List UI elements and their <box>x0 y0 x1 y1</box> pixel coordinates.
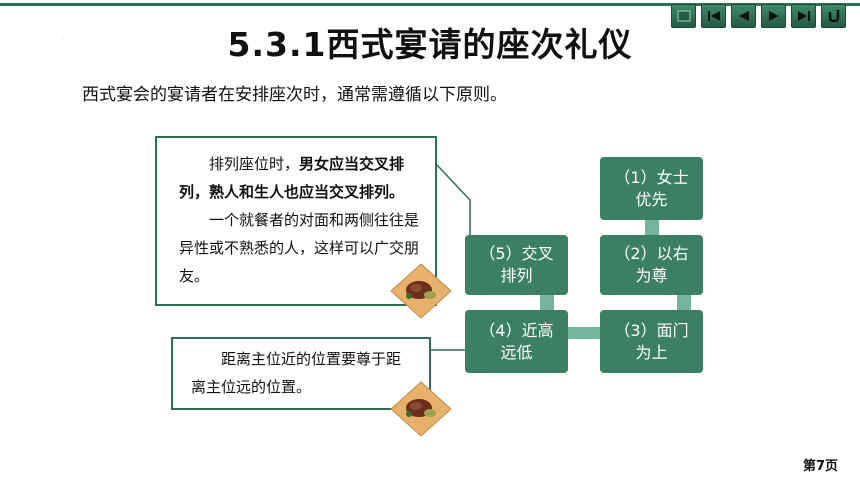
top-rule <box>0 3 860 6</box>
next-page-icon <box>768 11 779 21</box>
return-icon <box>828 10 840 23</box>
card1-paragraph-2: 一个就餐者的对面和两侧往往是异性或不熟悉的人，这样可以广交朋友。 <box>179 211 420 285</box>
next-page-button[interactable] <box>761 4 786 28</box>
decorative-dot: · <box>62 36 64 43</box>
card1-bold-text: 男女应当交叉排列，熟人和生人也应当交叉排列。 <box>179 155 405 201</box>
first-page-button[interactable] <box>701 4 726 28</box>
page-title: 5.3.1西式宴请的座次礼仪 <box>227 25 633 64</box>
connector-4-5 <box>540 295 554 310</box>
steak-image-2 <box>390 381 452 437</box>
menu-button[interactable] <box>671 4 696 28</box>
callout-card-distance: 距离主位近的位置要尊于距离主位远的位置。 <box>171 337 431 410</box>
connector-1-2 <box>645 220 659 235</box>
page-number: 第7页 <box>802 459 838 474</box>
last-page-button[interactable] <box>791 4 816 28</box>
node-near-high: （4）近高远低 <box>465 310 568 373</box>
slide-navigation <box>671 4 846 28</box>
last-page-icon <box>797 11 810 21</box>
connector-3-4 <box>568 327 600 339</box>
previous-page-icon <box>738 11 749 21</box>
return-button[interactable] <box>821 4 846 28</box>
card2-paragraph: 距离主位近的位置要尊于距离主位远的位置。 <box>191 350 402 396</box>
node-right-honored: （2）以右为尊 <box>600 235 703 295</box>
connector-2-3 <box>677 295 691 310</box>
callout-card-cross-seating: 排列座位时，男女应当交叉排列，熟人和生人也应当交叉排列。 一个就餐者的对面和两侧… <box>155 136 437 306</box>
intro-text: 西式宴会的宴请者在安排座次时，通常需遵循以下原则。 <box>82 85 507 105</box>
node-cross-arrangement: （5）交叉排列 <box>465 235 568 295</box>
callout-line-card1 <box>436 164 471 235</box>
menu-icon <box>677 10 690 22</box>
first-page-icon <box>707 11 720 21</box>
card1-paragraph-1: 排列座位时，男女应当交叉排列，熟人和生人也应当交叉排列。 <box>179 155 405 201</box>
node-facing-door: （3）面门为上 <box>600 310 703 373</box>
steak-image-1 <box>390 263 452 319</box>
previous-page-button[interactable] <box>731 4 756 28</box>
node-ladies-first: （1）女士优先 <box>600 157 703 220</box>
